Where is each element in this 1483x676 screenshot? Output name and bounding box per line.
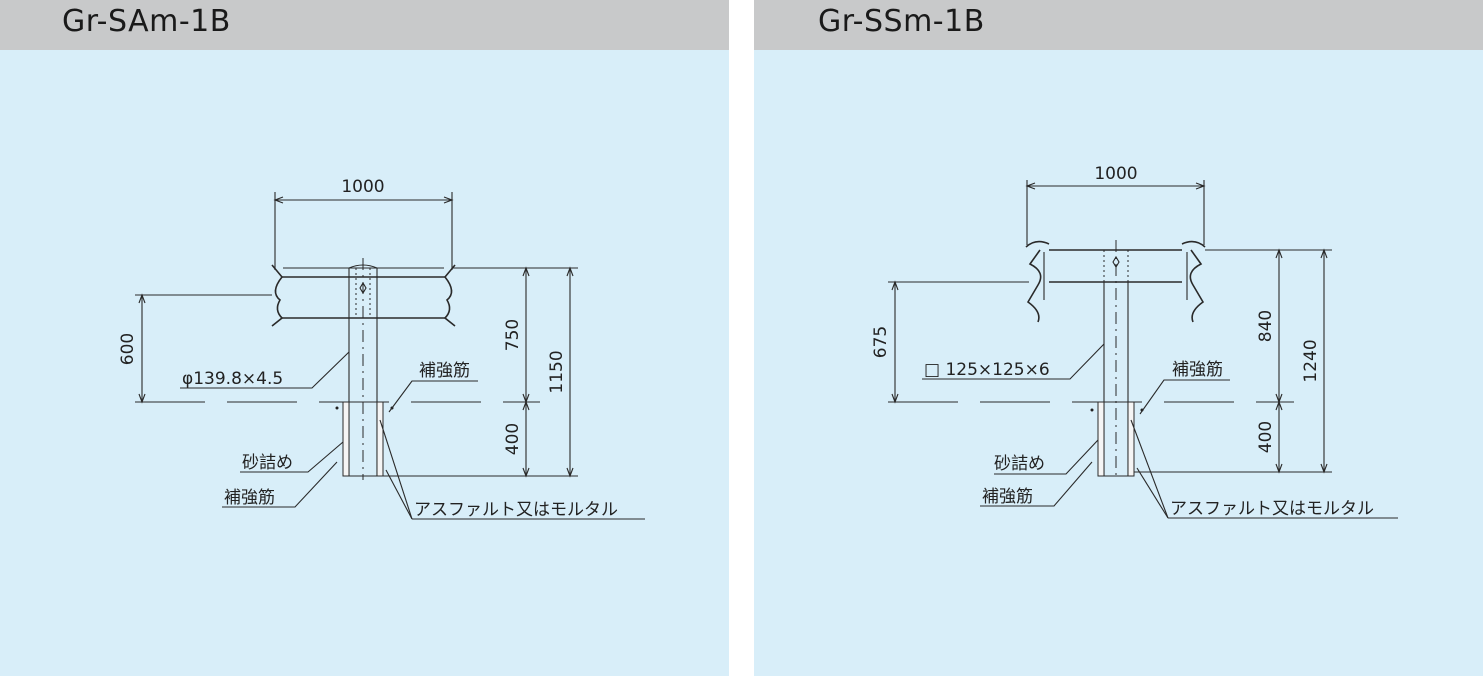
foundation <box>1090 401 1144 477</box>
asphalt-label: アスファルト又はモルタル <box>1170 499 1374 519</box>
total-height-label: 1240 <box>1301 339 1321 382</box>
post-spec-label: φ139.8×4.5 <box>182 369 283 389</box>
post-spec-label: □ 125×125×6 <box>924 360 1050 380</box>
panel-header: Gr-SAm-1B <box>0 0 729 50</box>
drawing-panel-gr-ssm-1b: Gr-SSm-1B 1000 <box>754 0 1483 676</box>
embed-depth-label: 400 <box>1256 421 1276 453</box>
height-dimension: 600 <box>118 293 272 404</box>
right-dimensions: 840 400 1240 <box>1134 248 1332 474</box>
asphalt-label: アスファルト又はモルタル <box>414 500 618 520</box>
width-dimension-label: 1000 <box>341 177 384 197</box>
rebar-top-label: 補強筋 <box>419 361 470 381</box>
right-dimensions: 750 400 1150 <box>383 266 578 478</box>
total-height-label: 1150 <box>547 350 567 393</box>
sand-fill-label: 砂詰め <box>242 453 293 473</box>
height-dimension-label: 600 <box>118 333 138 365</box>
rebar-bottom-label: 補強筋 <box>224 488 275 508</box>
embed-depth-label: 400 <box>503 423 523 455</box>
height-dimension-label: 675 <box>871 326 891 358</box>
panel-header: Gr-SSm-1B <box>754 0 1483 50</box>
width-dimension: 1000 <box>273 177 454 270</box>
sand-fill-label: 砂詰め <box>994 454 1045 474</box>
panel-title: Gr-SSm-1B <box>818 4 985 39</box>
width-dimension-label: 1000 <box>1094 164 1137 184</box>
annotations: φ139.8×4.5 補強筋 砂詰め 補強筋 アスファルト又はモルタル <box>180 351 645 520</box>
post <box>348 258 378 480</box>
rail-height-label: 750 <box>503 319 523 351</box>
height-dimension: 675 <box>871 280 1029 404</box>
width-dimension: 1000 <box>1025 164 1206 245</box>
rail-height-label: 840 <box>1256 310 1276 342</box>
guardrail-drawing: 1000 <box>118 177 645 520</box>
rebar-bottom-label: 補強筋 <box>982 487 1033 507</box>
foundation <box>335 401 394 477</box>
post <box>1103 240 1129 480</box>
panel-title: Gr-SAm-1B <box>62 4 231 39</box>
drawing-panel-gr-sam-1b: Gr-SAm-1B 1000 <box>0 0 729 676</box>
rebar-top-label: 補強筋 <box>1172 360 1223 380</box>
annotations: □ 125×125×6 補強筋 砂詰め 補強筋 アスファルト又はモルタル <box>922 343 1398 519</box>
guardrail-drawing: 1000 <box>871 164 1398 519</box>
